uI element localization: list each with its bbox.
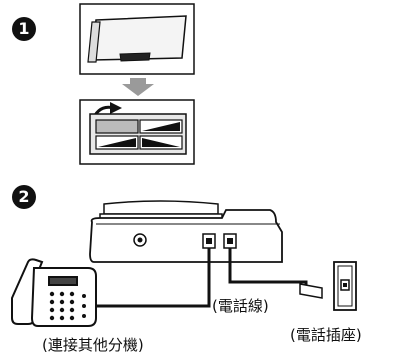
- extension-cord: [95, 248, 211, 308]
- base-station-icon: [89, 200, 283, 263]
- wall-jack-label: (電話插座): [290, 326, 362, 344]
- phone-line-jack-icon: [223, 233, 237, 249]
- phone-line-jack-icon: [202, 233, 216, 249]
- wall-jack-icon: [333, 261, 357, 311]
- battery-cover-icon: [87, 15, 187, 63]
- step-1-badge: 1: [12, 17, 36, 41]
- desk-phone-icon: [11, 258, 97, 327]
- cover-removal-panel: [79, 3, 195, 75]
- battery-icon: [95, 119, 183, 134]
- step-2-badge: 2: [12, 185, 36, 209]
- phone-cord-label: (電話線): [212, 297, 269, 315]
- down-arrow-icon: [122, 78, 154, 96]
- extension-phone-label: (連接其他分機): [42, 336, 144, 354]
- battery-icon: [95, 135, 183, 150]
- battery-compartment-panel: [79, 99, 195, 165]
